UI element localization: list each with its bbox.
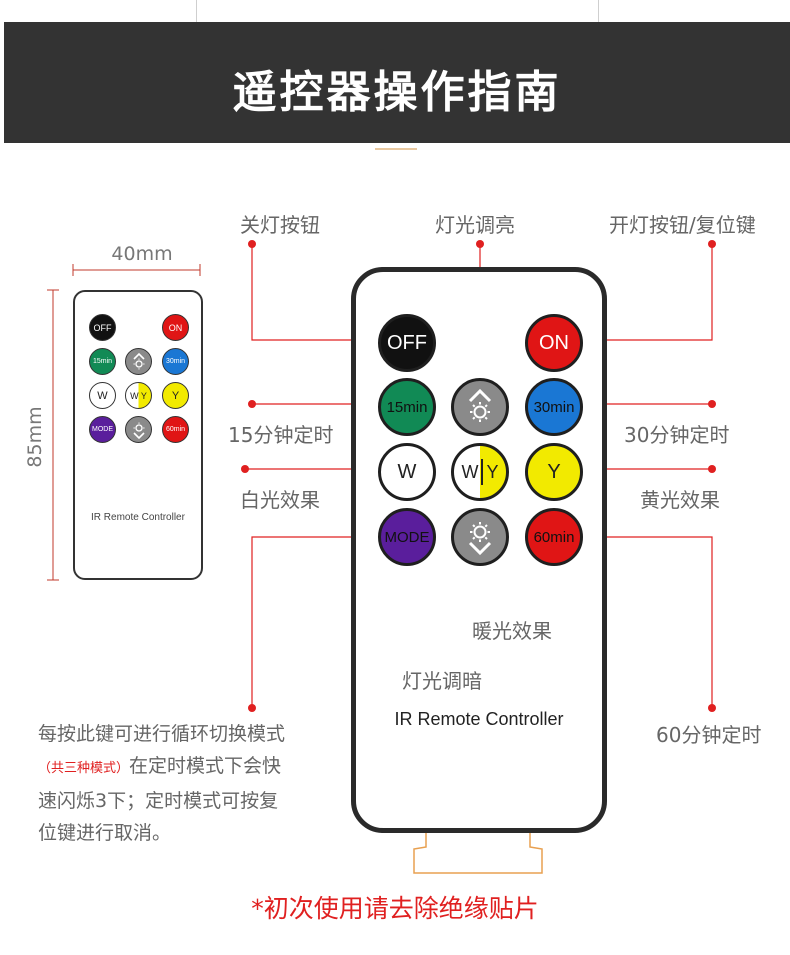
timer15-button: 15min xyxy=(378,378,436,436)
small-off-button: OFF xyxy=(89,314,116,341)
remote-control-illustration: OFF ON 15min 30min W W Y Y MODE 60min IR… xyxy=(351,267,607,833)
mode-note-line2: （共三种模式）在定时模式下会快 xyxy=(38,750,338,785)
footer-warning: *初次使用请去除绝缘贴片 xyxy=(251,894,539,923)
mode-note-line1: 每按此键可进行循环切换模式 xyxy=(38,723,286,745)
callout-white: 白光效果 xyxy=(240,488,320,512)
white-light-button: W xyxy=(378,443,436,501)
small-remote-label: IR Remote Controller xyxy=(91,512,185,523)
callout-brightness-up: 灯光调亮 xyxy=(435,213,515,237)
small-mode-button: MODE xyxy=(89,416,116,443)
callout-timer60: 60分钟定时 xyxy=(656,723,762,747)
remote-label: IR Remote Controller xyxy=(394,709,564,729)
warm-divider xyxy=(481,459,484,485)
callout-warm: 暖光效果 xyxy=(472,619,552,643)
small-brightness-up-icon xyxy=(125,348,152,375)
timer60-button: 60min xyxy=(525,508,583,566)
on-button: ON xyxy=(525,314,583,372)
brightness-up-icon xyxy=(451,378,509,436)
small-white-button: W xyxy=(89,382,116,409)
callout-brightness-down: 灯光调暗 xyxy=(402,669,482,693)
title-banner: 遥控器操作指南 xyxy=(4,22,790,143)
brightness-down-icon xyxy=(451,508,509,566)
off-button: OFF xyxy=(378,314,436,372)
callout-timer15: 15分钟定时 xyxy=(228,423,334,447)
accent-divider xyxy=(375,148,417,150)
callout-on: 开灯按钮/复位键 xyxy=(609,213,756,237)
small-timer15-button: 15min xyxy=(89,348,116,375)
small-warm-button: W Y xyxy=(125,382,152,409)
mode-note-highlight: （共三种模式） xyxy=(38,761,130,776)
small-timer60-button: 60min xyxy=(162,416,189,443)
page-title: 遥控器操作指南 xyxy=(232,67,562,118)
mode-button: MODE xyxy=(378,508,436,566)
callout-timer30: 30分钟定时 xyxy=(624,423,730,447)
mode-note-line4: 位键进行取消。 xyxy=(38,822,172,844)
top-divider-lines xyxy=(0,0,790,22)
timer30-button: 30min xyxy=(525,378,583,436)
small-remote-illustration: OFF ON 15min 30min W W Y Y MODE 60min IR… xyxy=(73,290,203,580)
mode-note-line3: 速闪烁3下；定时模式可按复 xyxy=(38,790,279,812)
callout-yellow: 黄光效果 xyxy=(640,488,720,512)
small-timer30-button: 30min xyxy=(162,348,189,375)
mode-description: 每按此键可进行循环切换模式 （共三种模式）在定时模式下会快 速闪烁3下；定时模式… xyxy=(38,718,338,849)
small-brightness-down-icon xyxy=(125,416,152,443)
insulation-tab xyxy=(413,833,543,874)
small-on-button: ON xyxy=(162,314,189,341)
callout-off: 关灯按钮 xyxy=(240,213,320,237)
warm-y-label: Y xyxy=(486,461,499,482)
yellow-light-button: Y xyxy=(525,443,583,501)
warm-light-button: W Y xyxy=(451,443,509,501)
warm-w-label: W xyxy=(461,461,479,482)
small-yellow-button: Y xyxy=(162,382,189,409)
width-dimension-label: 40mm xyxy=(111,243,173,265)
mode-note-line2-rest: 在定时模式下会快 xyxy=(129,755,282,777)
